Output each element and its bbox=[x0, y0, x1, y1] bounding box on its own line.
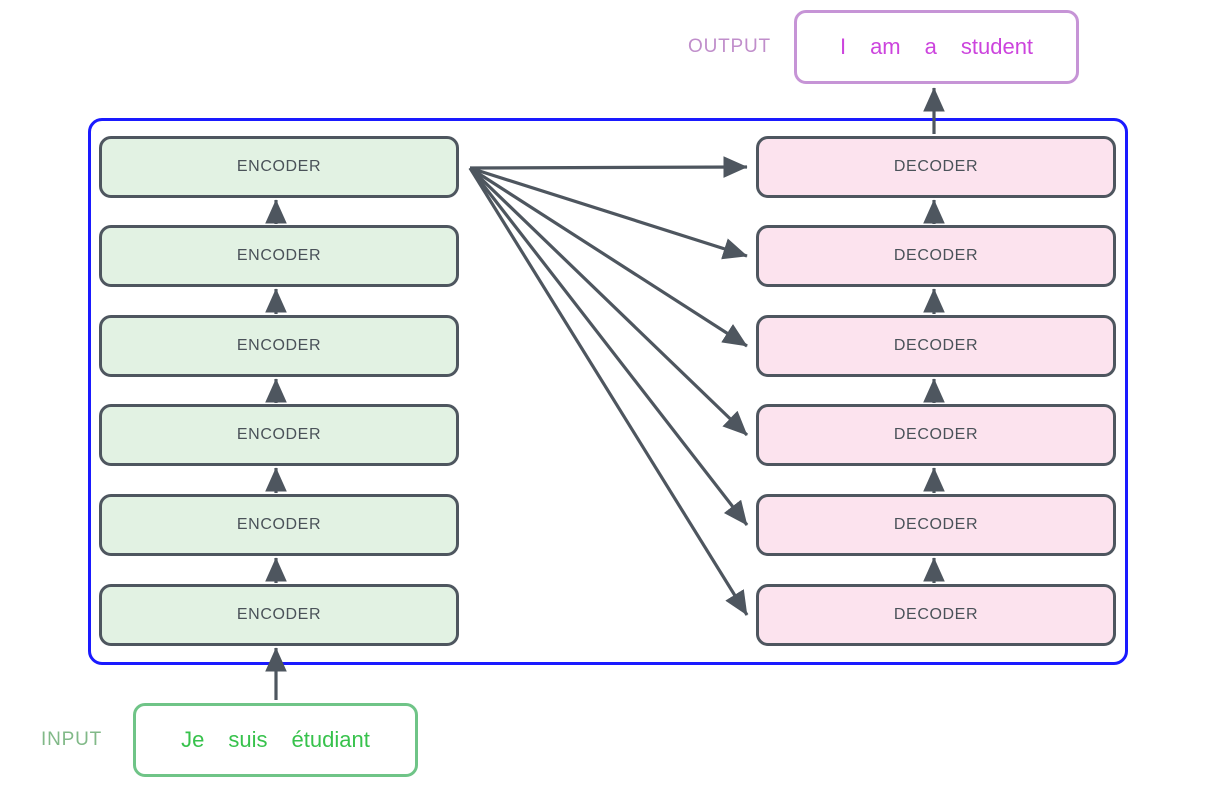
decoder-block-label: DECODER bbox=[893, 606, 979, 623]
decoder-block-2[interactable]: DECODER bbox=[756, 225, 1116, 287]
decoder-block-label: DECODER bbox=[893, 247, 979, 264]
input-token-3: étudiant bbox=[291, 727, 370, 752]
decoder-block-6[interactable]: DECODER bbox=[756, 584, 1116, 646]
output-token-4: student bbox=[960, 34, 1034, 59]
encoder-block-3[interactable]: ENCODER bbox=[99, 315, 459, 377]
output-token-1: I bbox=[839, 34, 847, 59]
input-token-2: suis bbox=[228, 727, 268, 752]
decoder-block-5[interactable]: DECODER bbox=[756, 494, 1116, 556]
decoder-block-label: DECODER bbox=[893, 516, 979, 533]
encoder-block-label: ENCODER bbox=[236, 247, 322, 264]
decoder-block-label: DECODER bbox=[893, 337, 979, 354]
decoder-block-label: DECODER bbox=[893, 426, 979, 443]
encoder-block-2[interactable]: ENCODER bbox=[99, 225, 459, 287]
input-token-1: Je bbox=[181, 727, 205, 752]
decoder-block-1[interactable]: DECODER bbox=[756, 136, 1116, 198]
output-token-3: a bbox=[924, 34, 937, 59]
encoder-block-1[interactable]: ENCODER bbox=[99, 136, 459, 198]
encoder-block-label: ENCODER bbox=[236, 337, 322, 354]
encoder-block-label: ENCODER bbox=[236, 606, 322, 623]
encoder-block-label: ENCODER bbox=[236, 426, 322, 443]
encoder-block-5[interactable]: ENCODER bbox=[99, 494, 459, 556]
decoder-block-3[interactable]: DECODER bbox=[756, 315, 1116, 377]
output-token-2: am bbox=[870, 34, 901, 59]
output-label: OUTPUT bbox=[688, 36, 771, 57]
encoder-block-label: ENCODER bbox=[236, 516, 322, 533]
encoder-decoder-group-box bbox=[88, 118, 1128, 665]
decoder-block-4[interactable]: DECODER bbox=[756, 404, 1116, 466]
encoder-block-6[interactable]: ENCODER bbox=[99, 584, 459, 646]
decoder-block-label: DECODER bbox=[893, 158, 979, 175]
input-label: INPUT bbox=[41, 729, 102, 750]
encoder-block-4[interactable]: ENCODER bbox=[99, 404, 459, 466]
encoder-block-label: ENCODER bbox=[236, 158, 322, 175]
